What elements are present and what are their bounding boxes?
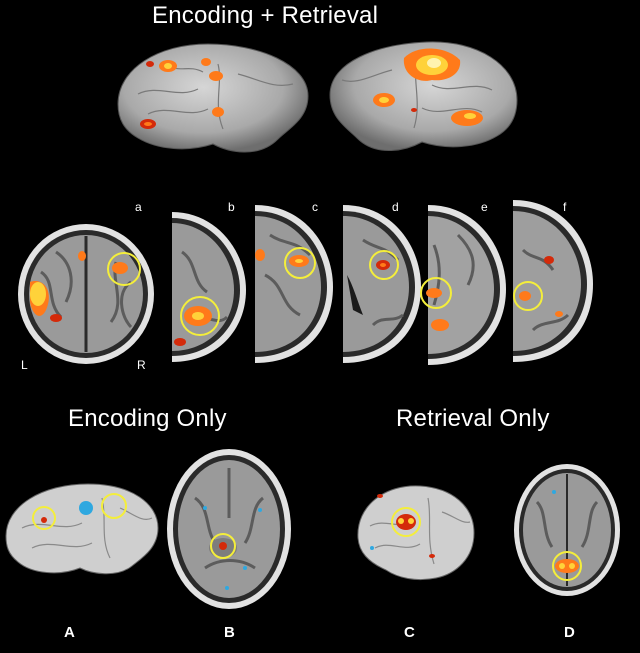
highlight-circle-a [107, 252, 141, 286]
slice-label-e: e [481, 200, 488, 214]
panel-a-brain-render [5, 483, 159, 575]
panel-d-axial-slice [514, 464, 620, 596]
highlight-circle-A1 [32, 506, 56, 530]
axial-slice-a [18, 224, 154, 364]
panel-label-A: A [64, 624, 75, 641]
slice-label-d: d [392, 200, 399, 214]
slice-label-b: b [228, 200, 235, 214]
highlight-circle-D [552, 551, 582, 581]
axial-slice-d [343, 205, 421, 363]
highlight-circle-c [284, 247, 316, 279]
encoding-retrieval-title: Encoding + Retrieval [152, 2, 379, 29]
retrieval-only-title: Retrieval Only [396, 405, 550, 432]
highlight-circle-f [513, 281, 543, 311]
panel-label-D: D [564, 624, 575, 641]
encoding-only-title: Encoding Only [68, 405, 227, 432]
panel-label-C: C [404, 624, 415, 641]
slice-label-f: f [563, 200, 567, 214]
axial-slice-e [420, 205, 506, 365]
highlight-circle-d [369, 250, 399, 280]
slice-label-a: a [135, 200, 142, 214]
highlight-circle-B [210, 533, 236, 559]
highlight-circle-C [391, 507, 421, 537]
panel-c-brain-render [357, 485, 475, 581]
highlight-circle-e [420, 277, 452, 309]
slice-label-c: c [312, 200, 318, 214]
panel-label-B: B [224, 624, 235, 641]
panel-b-axial-slice [167, 449, 291, 609]
orientation-right: R [137, 358, 146, 372]
orientation-left: L [21, 358, 28, 372]
brain-render-left-lateral [117, 43, 309, 153]
highlight-circle-b [180, 296, 220, 336]
axial-slice-c [255, 205, 333, 363]
axial-slice-b [172, 212, 246, 362]
highlight-circle-A2 [101, 493, 127, 519]
axial-slice-f [513, 200, 593, 362]
brain-render-right-lateral [329, 41, 518, 152]
